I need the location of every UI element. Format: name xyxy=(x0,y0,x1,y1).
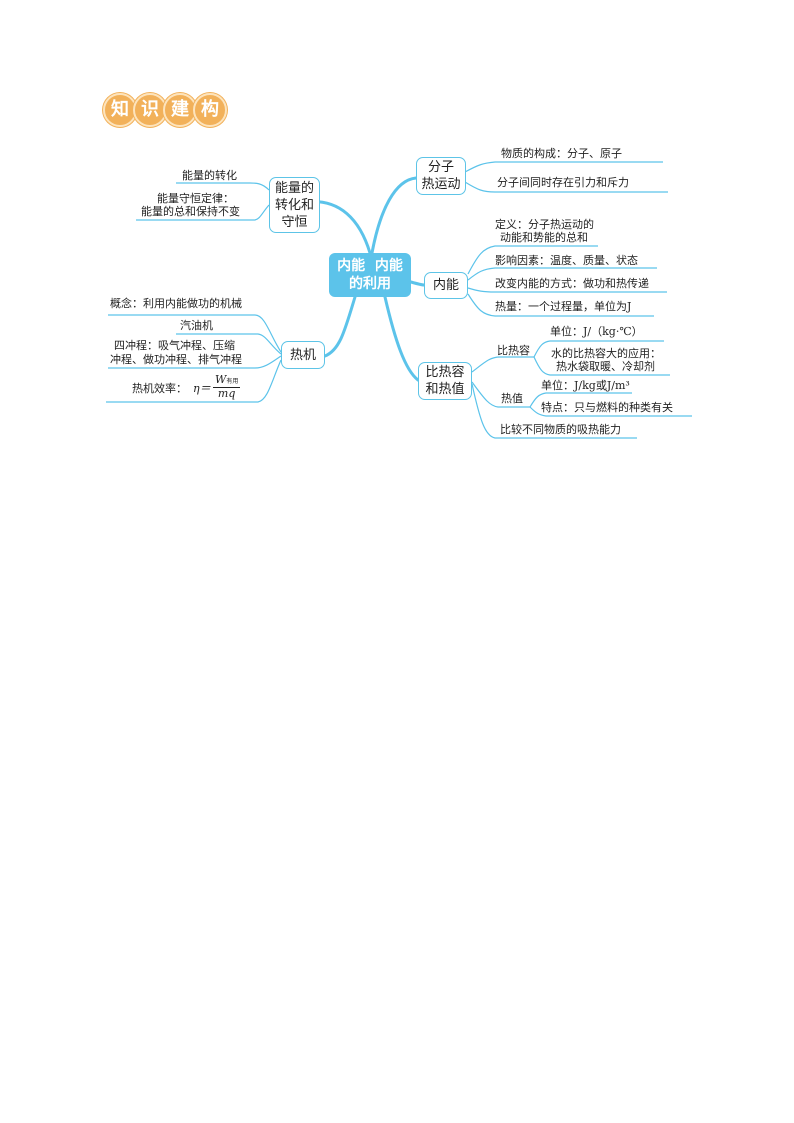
link-molecular xyxy=(370,176,418,255)
capacity-compare: 比较不同物质的吸热能力 xyxy=(500,423,621,436)
underline-shc xyxy=(471,356,534,373)
branch-energy-line: 守恒 xyxy=(281,214,308,230)
energy-law-line1: 能量守恒定律： xyxy=(157,192,234,205)
underline-concept xyxy=(108,314,282,353)
energy-law-line2: 能量的总和保持不变 xyxy=(141,205,240,218)
capacity-shc: 比热容 xyxy=(497,344,530,357)
underline-hv-unit xyxy=(529,392,632,408)
eff-subscript: 有用 xyxy=(226,378,239,385)
branch-capacity-line: 比热容 xyxy=(425,365,465,380)
branch-capacity-line: 和热值 xyxy=(425,382,465,397)
engine-efficiency-fraction: W有用 mq xyxy=(213,373,241,400)
capacity-shc-app-line1: 水的比热容大的应用： xyxy=(551,347,661,360)
capacity-hv: 热值 xyxy=(501,392,523,405)
internal-methods: 改变内能的方式：做功和热传递 xyxy=(495,277,649,290)
underline-law xyxy=(136,204,270,221)
link-internal xyxy=(409,280,426,287)
engine-strokes-line1: 四冲程：吸气冲程、压缩 xyxy=(114,339,235,352)
branch-energy-line: 转化和 xyxy=(274,197,314,213)
header-char: 知 xyxy=(103,93,137,127)
engine-gasoline: 汽油机 xyxy=(180,319,213,332)
underline-conversion xyxy=(176,182,270,191)
underline-forces xyxy=(464,181,668,193)
capacity-hv-unit: 单位：J/kg或J/m³ xyxy=(541,379,630,392)
underline-shc-app xyxy=(533,356,670,376)
branch-energy-line: 能量的 xyxy=(274,180,314,196)
underline-composition xyxy=(464,161,663,173)
internal-heat: 热量：一个过程量，单位为J xyxy=(495,300,632,313)
branch-molecular-line: 分子 xyxy=(427,160,454,175)
central-topic-line2: 的利用 xyxy=(349,276,391,292)
internal-factors: 影响因素：温度、质量、状态 xyxy=(495,254,638,267)
underline-factors xyxy=(467,267,657,281)
eff-denominator: mq xyxy=(217,387,236,400)
link-capacity xyxy=(383,295,420,382)
underline-efficiency xyxy=(106,359,282,403)
molecular-forces: 分子间同时存在引力和斥力 xyxy=(497,176,629,189)
molecular-composition: 物质的构成：分子、原子 xyxy=(501,147,622,160)
branch-engine: 热机 xyxy=(281,341,325,369)
branch-molecular: 分子 热运动 xyxy=(416,157,466,195)
branch-internal-label: 内能 xyxy=(432,278,459,293)
energy-conversion: 能量的转化 xyxy=(182,169,237,182)
capacity-hv-feature: 特点：只与燃料的种类有关 xyxy=(541,401,673,414)
branch-engine-label: 热机 xyxy=(289,347,316,363)
engine-concept: 概念：利用内能做功的机械 xyxy=(110,297,242,310)
underline-heat xyxy=(467,293,654,317)
underline-hv xyxy=(471,381,530,408)
underline-shc-unit xyxy=(533,340,664,358)
eff-numerator: W xyxy=(215,373,227,386)
header-char: 建 xyxy=(163,93,197,127)
underline-gasoline xyxy=(176,333,282,355)
engine-strokes-line2: 冲程、做功冲程、排气冲程 xyxy=(110,353,242,366)
branch-capacity: 比热容 和热值 xyxy=(418,362,472,400)
capacity-shc-app-line2: 热水袋取暖、冷却剂 xyxy=(556,360,655,373)
underline-hv-feature xyxy=(529,406,692,417)
header-char: 识 xyxy=(133,93,167,127)
branch-internal: 内能 xyxy=(424,272,468,299)
underline-strokes xyxy=(108,355,282,369)
central-topic: 内能 内能 的利用 xyxy=(329,253,411,297)
underline-compare xyxy=(471,383,637,439)
branch-molecular-line: 热运动 xyxy=(421,177,461,192)
internal-definition-line2: 动能和势能的总和 xyxy=(500,231,588,244)
link-engine xyxy=(323,295,357,358)
central-topic-line1: 内能 内能 xyxy=(337,258,403,274)
header-char: 构 xyxy=(193,93,227,127)
underline-methods xyxy=(467,287,667,293)
underline-definition xyxy=(467,245,598,275)
mindmap-connectors xyxy=(106,161,692,439)
engine-efficiency-label: 热机效率： xyxy=(132,382,187,395)
engine-efficiency-eta: η＝ xyxy=(193,382,211,395)
capacity-shc-unit: 单位：J/（kg·℃） xyxy=(550,325,643,338)
branch-energy: 能量的 转化和 守恒 xyxy=(269,177,320,233)
internal-definition-line1: 定义：分子热运动的 xyxy=(495,218,594,231)
